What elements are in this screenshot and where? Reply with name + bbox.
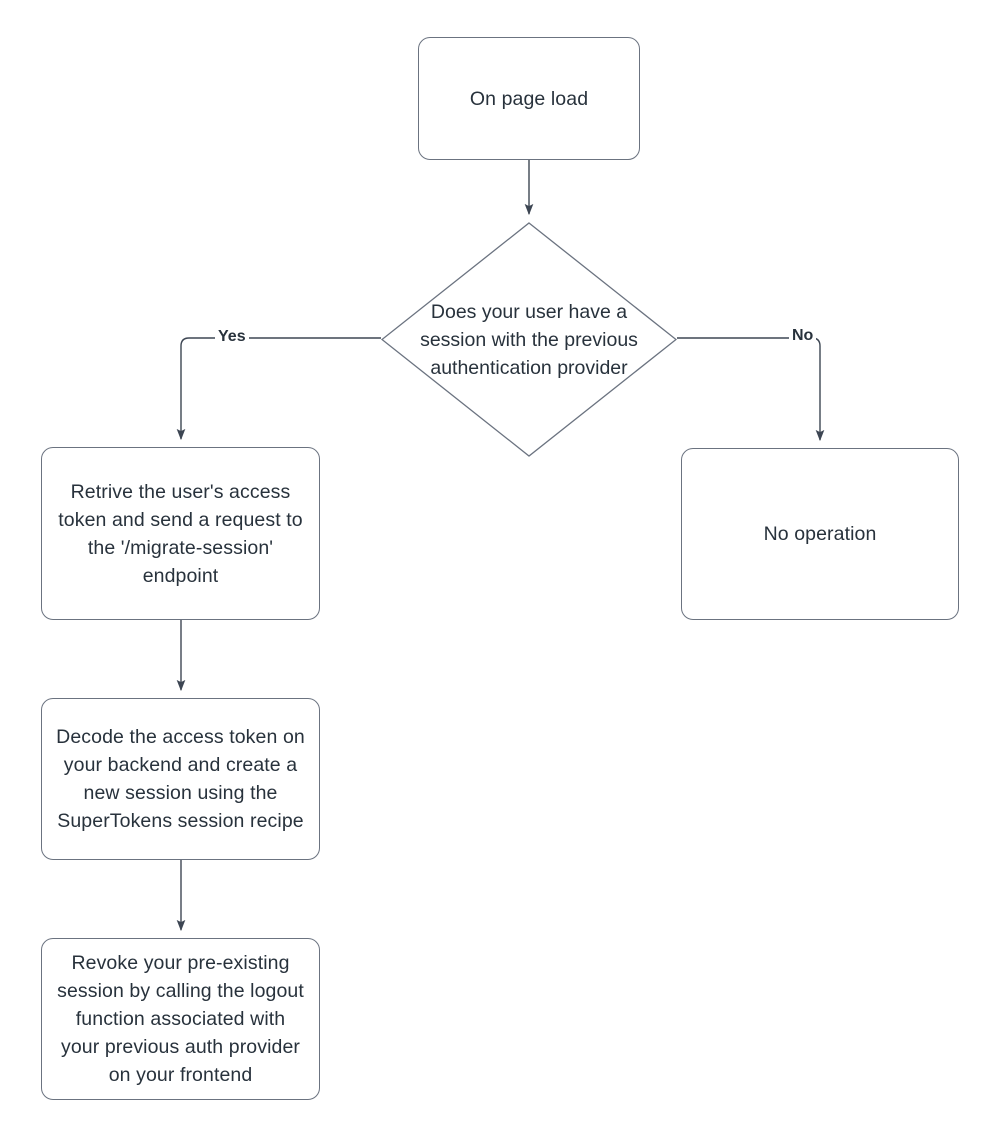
diamond-outline: [381, 222, 677, 457]
node-label: On page load: [469, 87, 589, 110]
edge-label-no: No: [789, 327, 817, 345]
node-label: Does your user have a session with the p…: [420, 300, 638, 379]
node-decision-has-session[interactable]: Does your user have a session with the p…: [381, 222, 677, 457]
node-revoke-previous-session[interactable]: Revoke your pre-existing session by call…: [41, 938, 320, 1100]
node-label: No operation: [763, 523, 877, 545]
node-label: Retrive the user's access token and send…: [58, 480, 303, 587]
node-no-operation[interactable]: No operation: [681, 448, 959, 620]
node-label: Decode the access token on your backend …: [56, 726, 305, 832]
node-on-page-load[interactable]: On page load: [418, 37, 640, 160]
edge-decision-to-migrate: [176, 337, 381, 441]
node-label: Revoke your pre-existing session by call…: [57, 952, 304, 1086]
node-decode-access-token[interactable]: Decode the access token on your backend …: [41, 698, 320, 860]
edge-decision-to-noop: [677, 337, 825, 442]
edge-label-yes: Yes: [215, 328, 249, 346]
node-retrieve-access-token[interactable]: Retrive the user's access token and send…: [41, 447, 320, 620]
